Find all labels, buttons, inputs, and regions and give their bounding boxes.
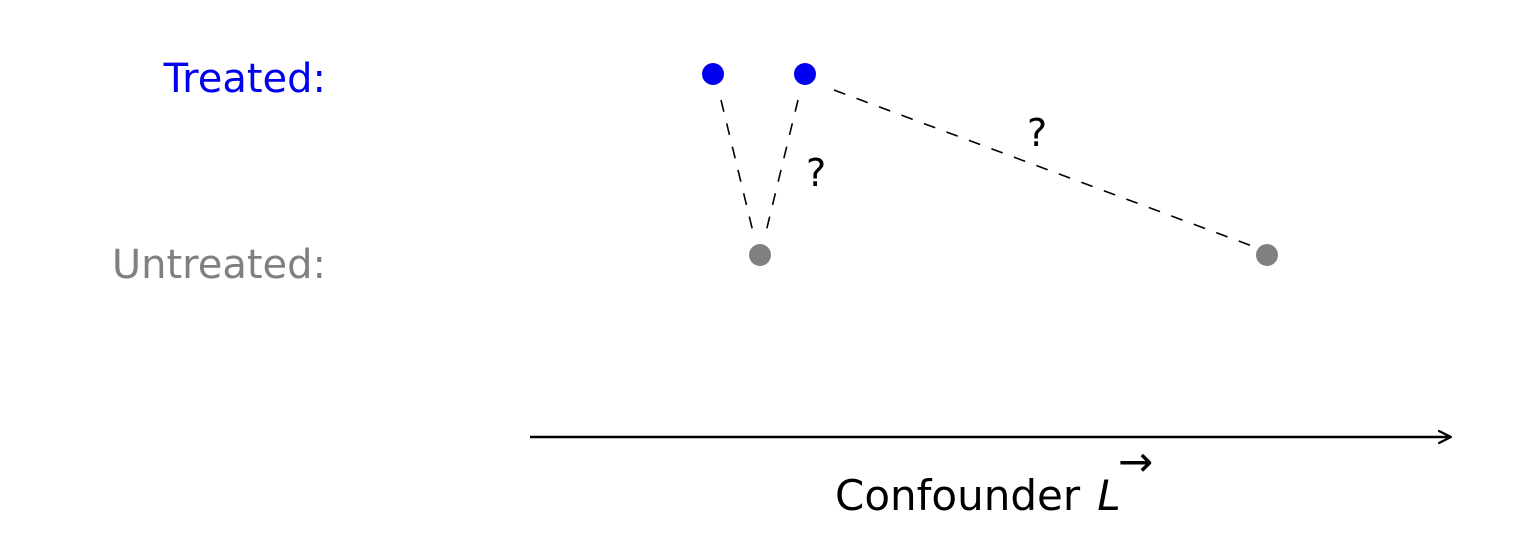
match-link-treated-1-untreated-1 — [720, 99, 755, 237]
confounder-axis-variable: L — [1097, 471, 1120, 520]
match-link-treated-2-untreated-1 — [764, 99, 799, 237]
treated-row-label: Treated: — [163, 56, 326, 102]
confounder-axis-label-text: Confounder — [835, 471, 1081, 520]
match-question-mark-near: ? — [806, 151, 826, 195]
untreated-row-label: Untreated: — [112, 242, 326, 288]
treated-unit-dot — [794, 63, 816, 85]
match-question-mark-far: ? — [1027, 111, 1047, 155]
untreated-unit-dot — [749, 244, 771, 266]
confounder-axis-label: Confounder L — [835, 471, 1121, 520]
vector-arrow-accent: → — [1118, 437, 1153, 486]
treated-unit-dot — [702, 63, 724, 85]
untreated-unit-dot — [1256, 244, 1278, 266]
match-link-treated-2-untreated-2 — [833, 89, 1253, 247]
